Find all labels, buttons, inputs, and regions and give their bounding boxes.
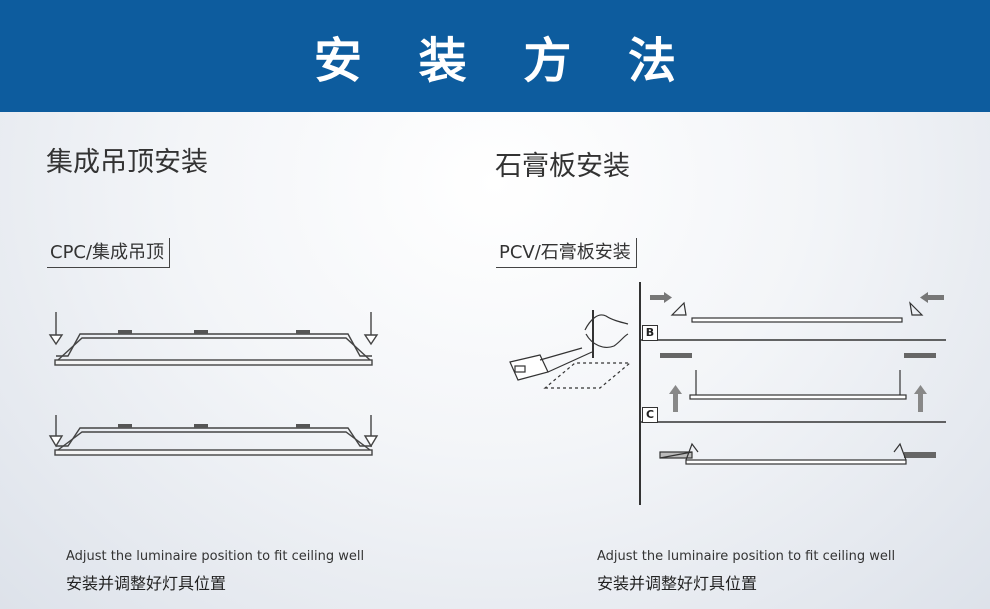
down-arrow-icon xyxy=(363,415,379,448)
right-caption-en: Adjust the luminaire position to fit cei… xyxy=(597,549,896,564)
gypsum-install-diagram xyxy=(509,282,946,505)
down-arrow-icon xyxy=(363,312,379,346)
cutting-saw-illustration xyxy=(509,310,632,389)
left-caption-en: Adjust the luminaire position to fit cei… xyxy=(66,549,365,564)
right-method-tag: PCV/石膏板安装 xyxy=(496,238,637,268)
left-caption-zh: 安装并调整好灯具位置 xyxy=(66,574,227,593)
page-title: 安 装 方 法 xyxy=(313,33,697,89)
light-panel-lower xyxy=(54,424,373,456)
right-arrow-icon xyxy=(650,292,672,303)
up-arrow-icon xyxy=(669,385,682,412)
light-panel-upper xyxy=(54,330,373,366)
left-method-tag: CPC/集成吊顶 xyxy=(47,238,171,268)
header-banner: 安 装 方 法 xyxy=(0,0,990,112)
left-arrow-icon xyxy=(920,292,944,303)
up-arrow-icon xyxy=(914,385,927,412)
left-section-title: 集成吊顶安装 xyxy=(46,147,208,178)
right-caption-zh: 安装并调整好灯具位置 xyxy=(597,574,758,593)
step-b-label: B xyxy=(642,325,658,341)
right-section-title: 石膏板安装 xyxy=(495,151,630,182)
down-arrow-icon xyxy=(48,312,64,346)
step-c-label: C xyxy=(642,407,658,423)
down-arrow-icon xyxy=(48,415,64,448)
